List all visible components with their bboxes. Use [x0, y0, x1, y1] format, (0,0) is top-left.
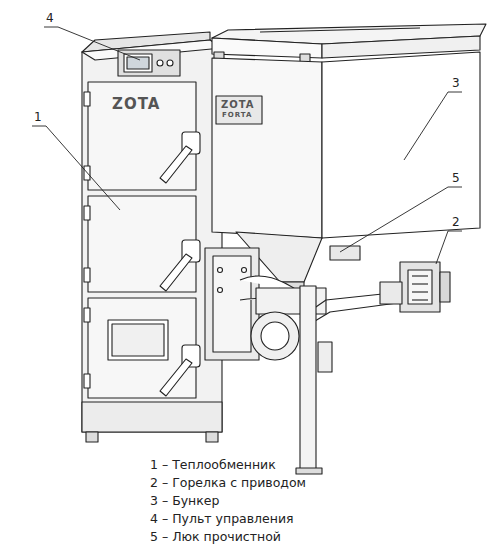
logo-text: FORTA	[222, 112, 252, 120]
burner-with-drive	[205, 248, 450, 474]
legend-line: 4 – Пульт управления	[150, 512, 294, 526]
callout-number: 2	[452, 216, 460, 229]
boiler-body	[82, 40, 222, 432]
leader-lines	[32, 27, 462, 264]
logo-text: ZOTA	[221, 99, 255, 110]
cleaning-hatch	[330, 246, 360, 260]
callout-number: 5	[452, 172, 460, 185]
heat-exchanger-doors	[84, 82, 200, 398]
legend-line: 3 – Бункер	[150, 494, 219, 508]
callout-number: 4	[46, 12, 54, 25]
callout-number: 3	[452, 77, 460, 90]
callout-number: 1	[34, 111, 42, 124]
legend-line: 5 – Люк прочистной	[150, 530, 281, 544]
legend-line: 1 – Теплообменник	[150, 458, 276, 472]
legend-line: 2 – Горелка с приводом	[150, 476, 306, 490]
control-panel	[118, 50, 180, 76]
logo-text: ZOTA	[112, 96, 160, 113]
